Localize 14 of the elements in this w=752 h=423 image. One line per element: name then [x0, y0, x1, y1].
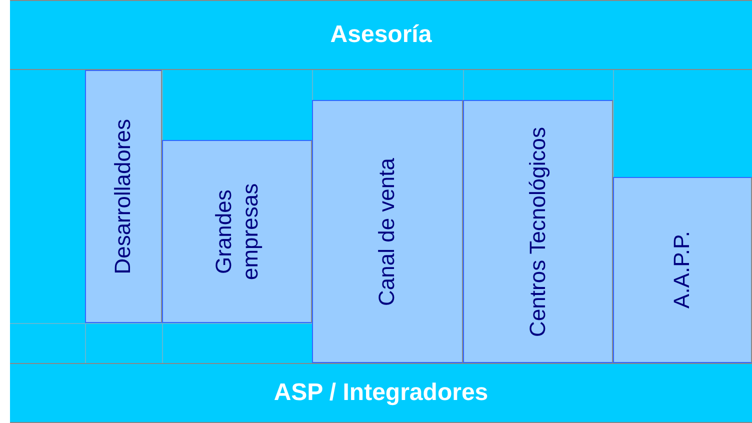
column-box	[85, 70, 162, 323]
node-label: Centros Tecnológicos	[524, 126, 551, 336]
band-box	[10, 0, 752, 70]
node-label: Desarrolladores	[110, 118, 136, 274]
band-box	[10, 363, 752, 423]
node-label: A.A.P.P.	[669, 231, 696, 309]
node-label: Grandes empresas	[210, 182, 263, 282]
column-box	[463, 100, 613, 363]
column-box	[162, 140, 312, 323]
node-label: ASP / Integradores	[274, 379, 488, 407]
node-label: Asesoría	[330, 21, 432, 49]
column-box	[312, 100, 463, 363]
column-box	[613, 177, 752, 363]
node-label: Canal de venta	[374, 158, 400, 306]
